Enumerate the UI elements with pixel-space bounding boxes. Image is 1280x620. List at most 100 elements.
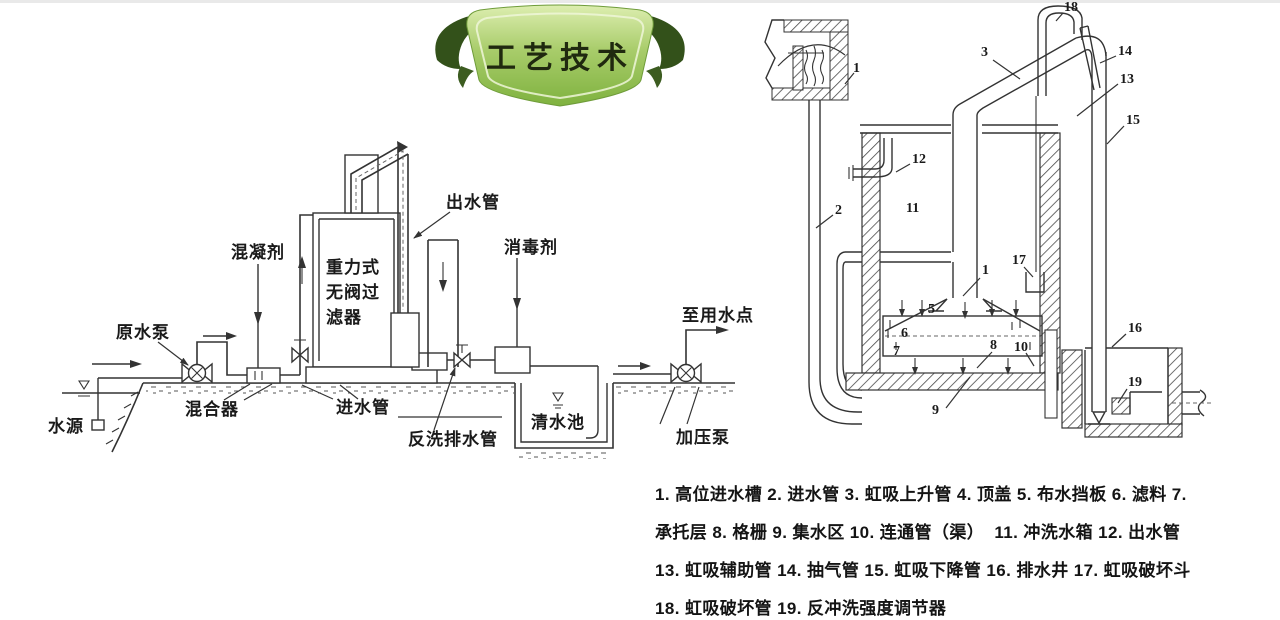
left-flow-diagram: 水源 原水泵 混合器: [48, 141, 754, 459]
callout-2: 2: [835, 203, 842, 218]
callout-10: 10: [1014, 340, 1028, 355]
leader-callout-1: [844, 72, 855, 85]
flow-arrow: [92, 360, 142, 368]
raw-water-pump-symbol: [181, 362, 213, 384]
leader-raw-water-pump: [157, 341, 189, 366]
top-divider: [0, 0, 1280, 3]
overflow-pipe-12: [848, 138, 893, 181]
backwash-valve: [453, 344, 471, 369]
leader-callout-10: [1025, 352, 1035, 367]
leader-callout-12: [895, 163, 911, 173]
leader-mixer: [223, 383, 273, 401]
filter-foundation: [305, 366, 438, 384]
callout-11: 11: [906, 201, 919, 216]
leader-callout-18: [1055, 12, 1064, 22]
water-source-bank: [62, 378, 144, 453]
label-filter-line3: 滤器: [326, 307, 362, 327]
inlet-channel: [764, 19, 849, 101]
leader-callout-9: [945, 376, 971, 409]
label-filter-line1: 重力式: [326, 257, 380, 277]
suction-foot: [91, 419, 105, 431]
leader-booster-pump: [659, 386, 700, 425]
booster-pump-symbol: [670, 362, 702, 384]
label-filter-line2: 无阀过: [325, 282, 380, 302]
callout-15: 15: [1126, 113, 1140, 128]
legend-line-2: 承托层 8. 格栅 9. 集水区 10. 连通管（渠） 11. 冲洗水箱 12.…: [655, 523, 1181, 542]
distribution-cone: [884, 298, 1041, 332]
callout-17: 17: [1012, 253, 1026, 268]
label-coagulant: 混凝剂: [231, 242, 285, 262]
wash-water-tank: [845, 124, 1061, 391]
callout-14: 14: [1118, 44, 1132, 59]
flow-arrow: [203, 332, 237, 340]
connecting-duct-10: [1044, 329, 1058, 419]
leader-callout-15: [1106, 125, 1125, 145]
leader-inlet-pipe: [301, 384, 359, 400]
banner-right-wing: [620, 13, 685, 69]
callout-1-channel: 1: [853, 61, 860, 76]
label-clear-water-pool: 清水池: [531, 412, 585, 432]
banner-title: 工艺技术: [486, 42, 634, 75]
siphon-pipe: [350, 141, 420, 368]
callout-3: 3: [981, 45, 988, 60]
banner-left-curl: [457, 66, 474, 88]
legend-line-3: 13. 虹吸辅助管 14. 抽气管 15. 虹吸下降管 16. 排水井 17. …: [655, 561, 1191, 580]
leader-callout-cone: [962, 277, 981, 297]
flow-arrow: [618, 362, 651, 370]
drain-well-16: [1061, 347, 1214, 438]
leader-callout-16: [1111, 333, 1127, 348]
leader-callout-8: [976, 351, 993, 369]
outlet-chamber: [427, 239, 459, 367]
pipe-to-use-point: [685, 329, 716, 364]
label-outlet-pipe: 出水管: [446, 192, 500, 212]
leader-callout-13: [1076, 83, 1119, 117]
siphon-riser-3: [952, 35, 1107, 412]
callout-18: 18: [1064, 0, 1078, 15]
disinfectant-box: [494, 346, 531, 374]
callout-8: 8: [990, 338, 997, 353]
callout-cone: 1: [982, 263, 989, 278]
leader-callout-14: [1099, 55, 1117, 64]
ground-hatch: [146, 384, 514, 395]
label-backwash-drain: 反洗排水管: [408, 429, 498, 449]
banner-shield: [466, 4, 654, 107]
callout-7: 7: [893, 344, 900, 359]
callout-12: 12: [912, 152, 926, 167]
banner-right-curl: [646, 66, 663, 88]
flow-arrows-down: [899, 300, 1019, 319]
banner-inner-border: [475, 12, 645, 100]
label-to-use-point: 至用水点: [682, 305, 754, 325]
regulator-block-19: [1111, 397, 1131, 415]
siphon-break-bucket-17: [1025, 272, 1045, 293]
callout-5: 5: [928, 302, 935, 317]
label-mixer: 混合器: [185, 399, 239, 419]
callout-6: 6: [901, 326, 908, 341]
label-disinfectant: 消毒剂: [504, 237, 558, 257]
leader-callout-19: [1117, 388, 1128, 404]
inlet-riser-pipe: [280, 214, 313, 376]
right-section-diagram: 1 2 12: [764, 0, 1214, 438]
filter-tank: [305, 154, 448, 384]
leader-callout-17: [1023, 266, 1034, 278]
label-water-source: 水源: [48, 416, 84, 436]
leader-outlet-pipe: [413, 211, 451, 239]
callout-9: 9: [932, 403, 939, 418]
air-extraction-pipe-14: [1079, 25, 1101, 91]
label-raw-water-pump: 原水泵: [116, 322, 170, 342]
leader-backwash-arrow: [433, 367, 456, 431]
pipe-pump-to-mixer: [196, 341, 247, 376]
callout-13: 13: [1120, 72, 1134, 87]
banner-left-wing: [435, 13, 500, 69]
flow-arrows-underdrain: [912, 358, 1011, 375]
clear-water-pool: [514, 365, 614, 459]
leader-callout-3: [992, 59, 1021, 80]
legend-line-1: 1. 高位进水槽 2. 进水管 3. 虹吸上升管 4. 顶盖 5. 布水挡板 6…: [655, 485, 1187, 504]
ground-line: [143, 382, 735, 395]
callout-19: 19: [1128, 375, 1142, 390]
label-booster-pump: 加压泵: [675, 428, 730, 447]
callout-16: 16: [1128, 321, 1142, 336]
legend: 1. 高位进水槽 2. 进水管 3. 虹吸上升管 4. 顶盖 5. 布水挡板 6…: [655, 476, 1215, 620]
legend-line-4: 18. 虹吸破坏管 19. 反冲洗强度调节器: [655, 599, 947, 618]
